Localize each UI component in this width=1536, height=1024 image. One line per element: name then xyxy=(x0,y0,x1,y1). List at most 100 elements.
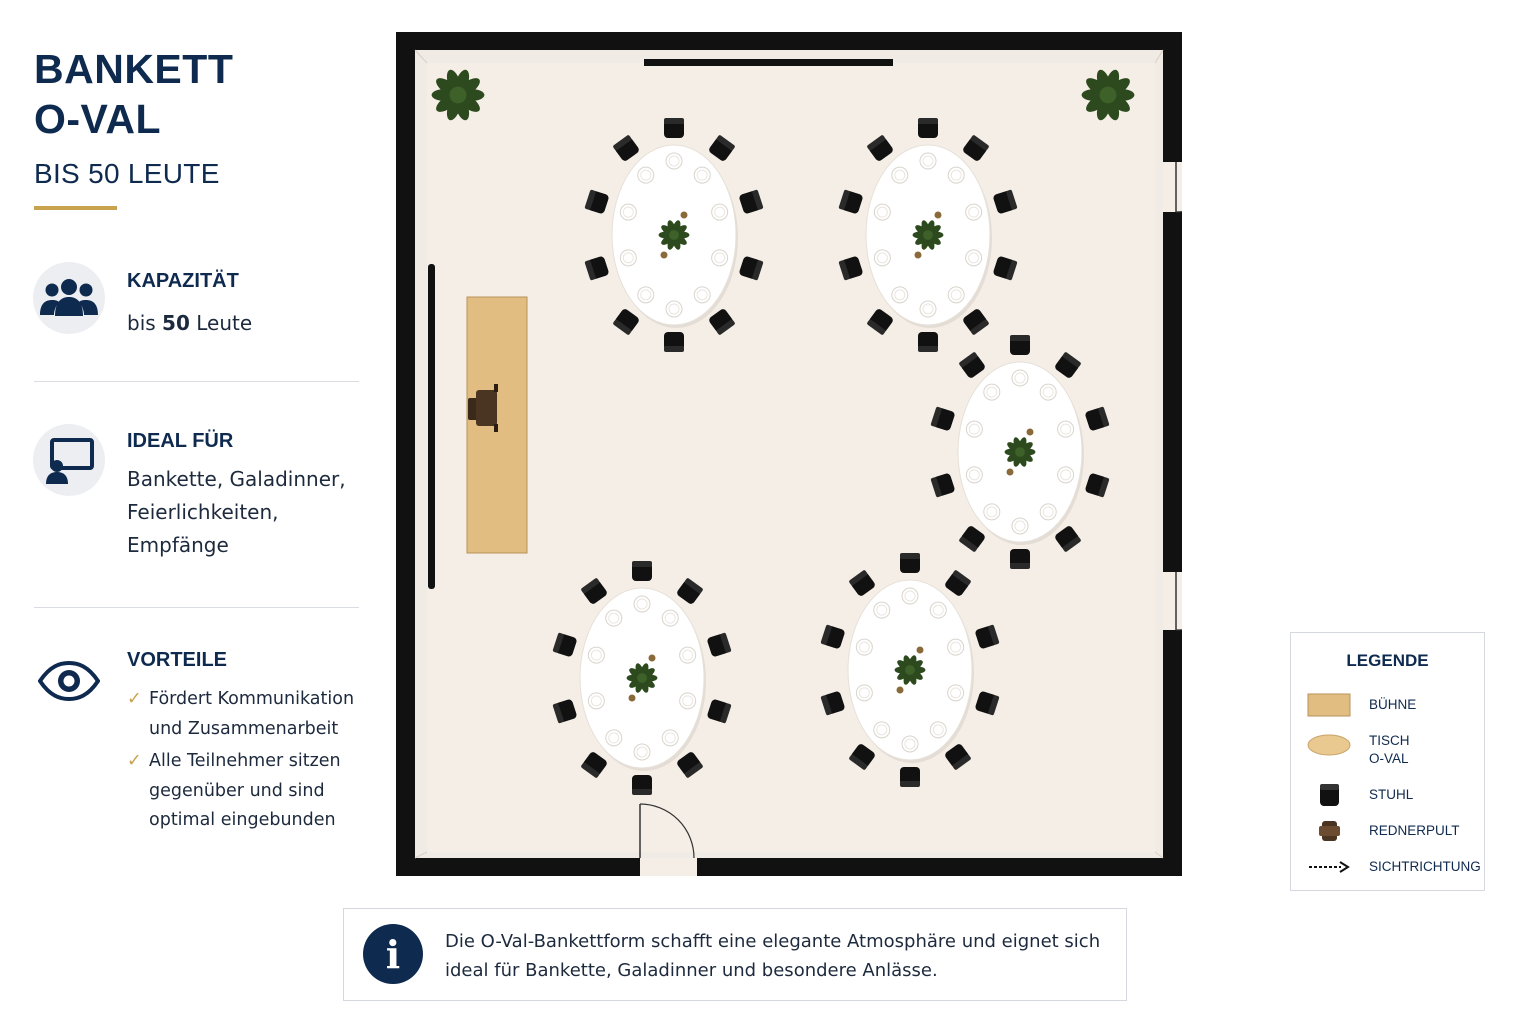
plate xyxy=(891,166,909,184)
plate-rim xyxy=(622,252,634,264)
plate-rim xyxy=(858,687,870,699)
legend-label-line: TISCH xyxy=(1369,733,1410,748)
plate xyxy=(1011,517,1029,535)
plate xyxy=(947,166,965,184)
plate xyxy=(855,684,873,702)
plate xyxy=(633,743,651,761)
chair-icon xyxy=(739,189,764,214)
chair-icon xyxy=(959,352,985,378)
plate-rim xyxy=(590,695,602,707)
chair-icon xyxy=(1085,406,1110,431)
chair-icon xyxy=(707,632,732,657)
plate xyxy=(665,300,683,318)
info-line-1: Die O-Val-Bankettform schafft eine elega… xyxy=(445,931,1101,952)
benefits-heading: VORTEILE xyxy=(127,649,228,671)
benefit-line: Alle Teilnehmer sitzen xyxy=(149,751,341,771)
plate xyxy=(873,601,891,619)
plate xyxy=(947,286,965,304)
plate xyxy=(661,729,679,747)
chair-icon xyxy=(664,118,684,138)
plate-rim xyxy=(622,206,634,218)
plate xyxy=(665,152,683,170)
candle xyxy=(680,211,688,219)
plate xyxy=(901,735,919,753)
plate xyxy=(1057,466,1075,484)
door-right-bottom[interactable] xyxy=(1163,572,1182,631)
plate xyxy=(619,249,637,267)
info-line-2: ideal für Bankette, Galadinner und beson… xyxy=(445,960,938,981)
plate-rim xyxy=(664,612,676,624)
plate xyxy=(965,420,983,438)
plate-rim xyxy=(950,641,962,653)
candle xyxy=(914,251,922,259)
capacity-text: bis 50 Leute xyxy=(127,307,252,340)
plate xyxy=(965,466,983,484)
centerpiece-plant xyxy=(626,663,658,693)
plate-rim xyxy=(640,169,652,181)
plate-rim xyxy=(682,649,694,661)
ideal-line-1: Bankette, Galadinner, xyxy=(127,467,346,491)
chair-icon xyxy=(1010,549,1030,569)
plate-rim xyxy=(894,289,906,301)
plate-rim xyxy=(696,289,708,301)
plate-rim xyxy=(968,206,980,218)
chair-icon xyxy=(1085,473,1110,498)
candle xyxy=(628,694,636,702)
lectern-icon xyxy=(1319,821,1340,841)
plate-rim xyxy=(932,724,944,736)
capacity-suffix: Leute xyxy=(196,311,253,335)
door-right-top[interactable] xyxy=(1163,162,1182,213)
plate-rim xyxy=(590,649,602,661)
plate-rim xyxy=(876,604,888,616)
divider xyxy=(34,381,359,382)
candle xyxy=(1006,468,1014,476)
chair-icon xyxy=(820,624,845,649)
chair-icon xyxy=(739,256,764,281)
benefit-line: Fördert Kommunikation xyxy=(149,689,355,709)
ideal-line-3: Empfänge xyxy=(127,533,229,557)
plate-rim xyxy=(668,303,680,315)
floor-plan xyxy=(396,32,1182,876)
plate xyxy=(1039,383,1057,401)
chair-icon xyxy=(552,699,577,724)
chair-icon xyxy=(900,553,920,573)
plate xyxy=(711,249,729,267)
legend-label: REDNERPULT xyxy=(1369,823,1460,838)
check-icon: ✓ xyxy=(127,751,142,771)
candle xyxy=(896,686,904,694)
chair-icon xyxy=(1320,784,1339,806)
plate xyxy=(605,729,623,747)
plate xyxy=(587,646,605,664)
chair-icon xyxy=(867,135,893,161)
candle xyxy=(648,654,656,662)
capacity-heading: KAPAZITÄT xyxy=(127,270,239,292)
legend: LEGENDE BÜHNE TISCH O-VAL STUHL REDNERPU… xyxy=(1290,632,1485,891)
plate-rim xyxy=(668,155,680,167)
plate-rim xyxy=(1014,372,1026,384)
plate-rim xyxy=(636,746,648,758)
plate xyxy=(587,692,605,710)
capacity-number: 50 xyxy=(162,311,190,335)
plate-rim xyxy=(858,641,870,653)
chair-icon xyxy=(820,691,845,716)
plate-rim xyxy=(922,155,934,167)
plate xyxy=(873,203,891,221)
candle xyxy=(934,211,942,219)
divider xyxy=(34,607,359,608)
chair-icon xyxy=(918,332,938,352)
legend-label: BÜHNE xyxy=(1369,697,1417,712)
chair-icon xyxy=(581,578,607,604)
centerpiece-plant xyxy=(912,220,944,250)
group-icon xyxy=(33,262,105,334)
presentation-icon xyxy=(33,424,105,496)
door-bottom[interactable] xyxy=(639,803,697,876)
stage-swatch xyxy=(1307,693,1351,717)
plate-rim xyxy=(904,590,916,602)
dotted-arrow-icon xyxy=(1309,861,1350,873)
chair-icon xyxy=(838,256,863,281)
wall-rail xyxy=(428,264,435,589)
plate-rim xyxy=(986,386,998,398)
plate-rim xyxy=(682,695,694,707)
oval-table xyxy=(584,118,764,352)
plate xyxy=(619,203,637,221)
